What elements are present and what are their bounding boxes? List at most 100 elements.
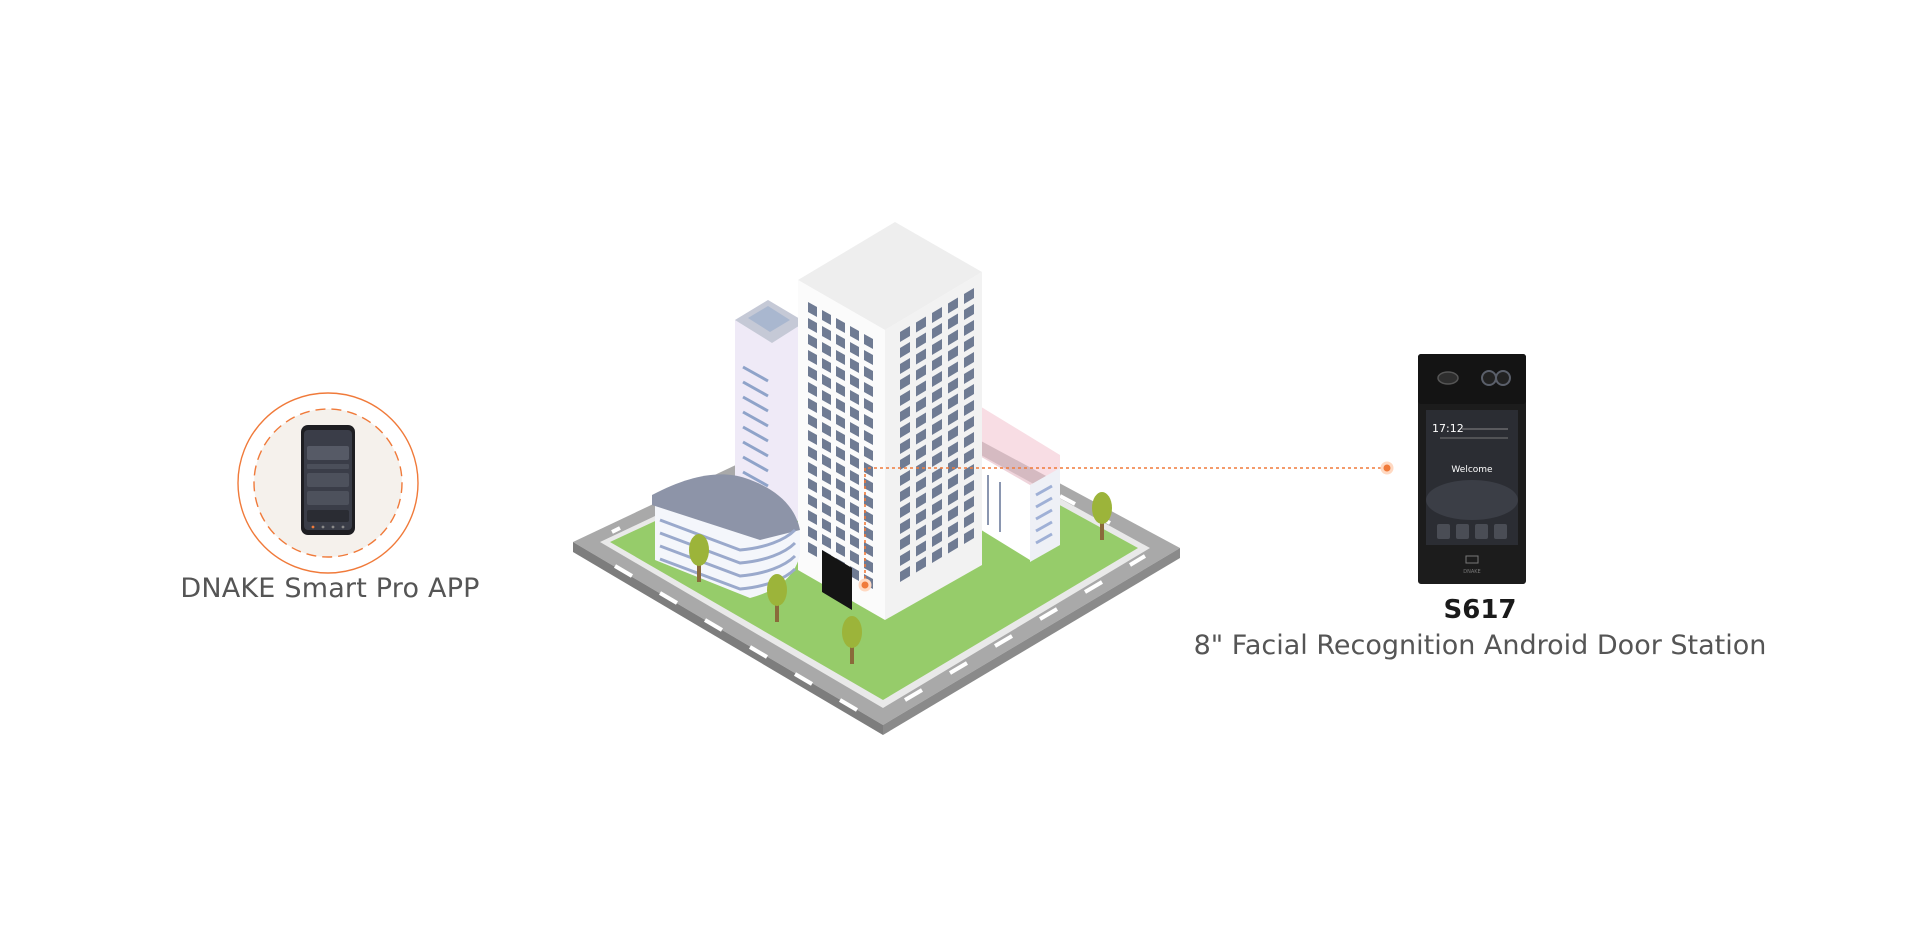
- window: [864, 382, 873, 397]
- device-model: S617: [1443, 595, 1517, 625]
- screen-buttons: [1437, 524, 1507, 539]
- window: [916, 316, 926, 333]
- window: [916, 524, 926, 541]
- window: [932, 339, 942, 355]
- main-tower-windows-right: [900, 288, 974, 582]
- window: [864, 542, 873, 557]
- window: [836, 398, 845, 413]
- window: [932, 547, 942, 563]
- left-tower-front: [735, 300, 805, 525]
- window: [932, 499, 942, 515]
- window: [850, 518, 859, 533]
- window: [916, 476, 926, 493]
- window: [822, 454, 831, 469]
- window: [864, 398, 873, 413]
- window: [808, 462, 817, 477]
- window: [916, 540, 926, 557]
- window: [864, 446, 873, 461]
- window: [864, 494, 873, 509]
- door-point-dot: [858, 578, 872, 592]
- window: [808, 526, 817, 541]
- window: [900, 374, 910, 390]
- window: [900, 342, 910, 358]
- window: [850, 534, 859, 549]
- window: [964, 336, 974, 352]
- window: [836, 318, 845, 333]
- window: [864, 558, 873, 573]
- window: [916, 396, 926, 413]
- window: [948, 473, 958, 490]
- window: [864, 478, 873, 493]
- window: [900, 566, 910, 582]
- tree-icon: [689, 534, 709, 582]
- window: [964, 432, 974, 448]
- window: [900, 422, 910, 438]
- window: [850, 486, 859, 501]
- window: [932, 419, 942, 435]
- window: [808, 398, 817, 413]
- window: [964, 288, 974, 304]
- window: [932, 355, 942, 371]
- window: [900, 454, 910, 470]
- window: [900, 486, 910, 502]
- window: [964, 512, 974, 528]
- window: [850, 422, 859, 437]
- window: [822, 406, 831, 421]
- window: [808, 430, 817, 445]
- window: [808, 414, 817, 429]
- window: [836, 334, 845, 349]
- window: [916, 556, 926, 573]
- window: [808, 318, 817, 333]
- window: [900, 326, 910, 342]
- window: [900, 470, 910, 486]
- window: [964, 528, 974, 544]
- window: [964, 416, 974, 432]
- window: [948, 313, 958, 330]
- device-description: 8" Facial Recognition Android Door Stati…: [1193, 630, 1767, 661]
- window: [808, 382, 817, 397]
- window: [864, 414, 873, 429]
- window: [916, 380, 926, 397]
- main-entrance-door: [822, 550, 852, 610]
- device-brand: DNAKE: [1463, 569, 1480, 575]
- road-side-left: [573, 542, 883, 735]
- window: [932, 371, 942, 387]
- camera-lens-left: [1481, 370, 1497, 386]
- window: [948, 297, 958, 314]
- window: [964, 480, 974, 496]
- window: [916, 444, 926, 461]
- building-icon: [573, 222, 1180, 735]
- window: [864, 526, 873, 541]
- window: [916, 508, 926, 525]
- window: [948, 361, 958, 378]
- window: [808, 542, 817, 557]
- window: [836, 414, 845, 429]
- window: [822, 486, 831, 501]
- window: [864, 334, 873, 349]
- window: [916, 460, 926, 477]
- small-building-windows: [1035, 484, 1053, 545]
- window: [948, 393, 958, 410]
- window: [850, 358, 859, 373]
- window: [916, 348, 926, 365]
- window: [948, 425, 958, 442]
- window: [822, 470, 831, 485]
- window: [932, 467, 942, 483]
- window: [948, 377, 958, 394]
- window: [850, 374, 859, 389]
- window: [964, 304, 974, 320]
- outer-ring: [237, 392, 419, 574]
- window: [900, 438, 910, 454]
- window: [850, 470, 859, 485]
- road-side-right: [883, 548, 1180, 735]
- window: [850, 550, 859, 565]
- window: [932, 451, 942, 467]
- window: [948, 537, 958, 554]
- window: [836, 350, 845, 365]
- tree-icon: [767, 574, 787, 622]
- window: [822, 422, 831, 437]
- window: [850, 406, 859, 421]
- small-building-stripes: [987, 475, 1001, 532]
- window: [948, 521, 958, 538]
